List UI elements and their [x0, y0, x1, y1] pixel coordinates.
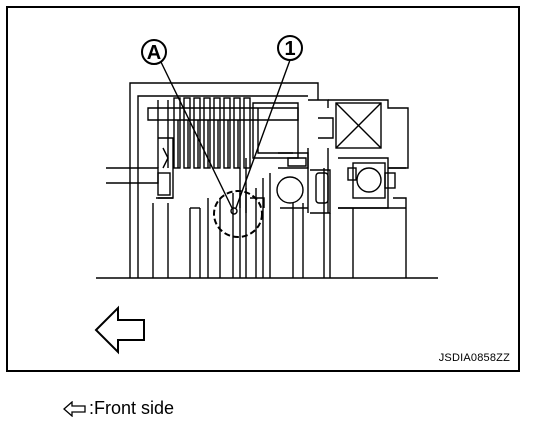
piston-assembly: [276, 148, 331, 278]
callout-1-circle: [277, 35, 303, 61]
front-arrow-icon: [63, 400, 86, 417]
leader-line-1: [235, 59, 291, 209]
transmission-cross-section: A 1: [94, 35, 438, 355]
callout-1-label: 1: [284, 38, 295, 60]
right-housing: [318, 99, 409, 278]
housing-outline: [129, 82, 319, 278]
figure-code: JSDIA0858ZZ: [438, 352, 510, 364]
legend: :Front side: [63, 398, 174, 419]
front-arrow-icon: [94, 305, 145, 355]
callout-a-circle: [141, 39, 167, 65]
drum-left: [106, 137, 174, 278]
shafts: [189, 158, 271, 278]
diagram-frame: A 1 JSDIA0858ZZ: [6, 6, 520, 372]
callout-a-label: A: [147, 42, 161, 64]
detail-circle: [213, 190, 263, 238]
legend-text: :Front side: [89, 398, 175, 418]
check-ball: [230, 207, 238, 215]
leader-line-a: [159, 59, 233, 209]
clutch-pack: [147, 97, 299, 169]
